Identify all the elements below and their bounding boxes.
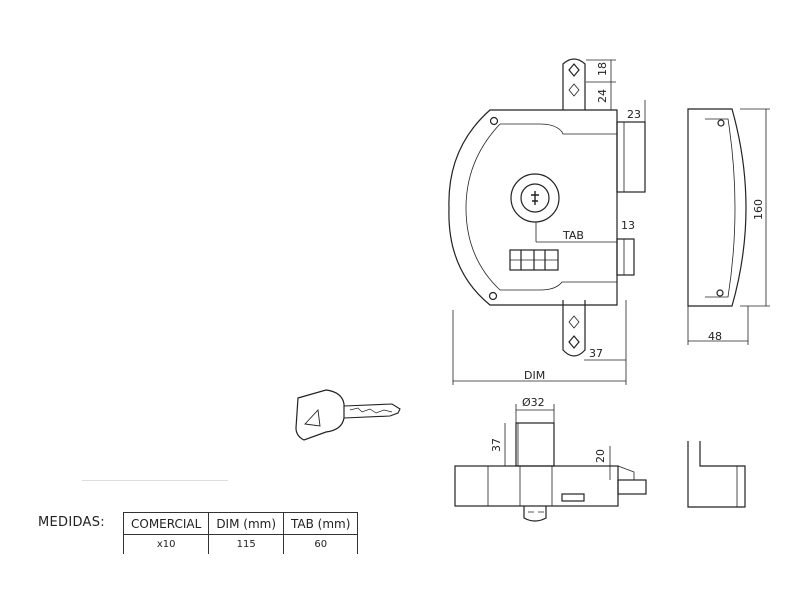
cell-comercial: x10 bbox=[122, 534, 210, 554]
cylinder-outer bbox=[510, 173, 560, 223]
dim-160: 160 bbox=[752, 199, 765, 220]
keyhole-cross-icon bbox=[531, 191, 539, 205]
bolt-projection bbox=[617, 479, 647, 495]
separator-line bbox=[82, 480, 228, 481]
dim-37-side: 37 bbox=[490, 438, 503, 452]
screw-top-left bbox=[489, 116, 499, 126]
header-tab: TAB (mm) bbox=[283, 512, 359, 535]
key-head bbox=[295, 389, 345, 441]
dim-23: 23 bbox=[627, 108, 641, 121]
dim-13: 13 bbox=[621, 219, 635, 232]
side-box-view bbox=[687, 441, 746, 508]
key-blade bbox=[343, 403, 401, 419]
dim-18: 18 bbox=[596, 62, 609, 76]
dim-dim: DIM bbox=[524, 369, 545, 382]
key-illustration bbox=[295, 389, 401, 441]
cell-tab: 60 bbox=[283, 534, 359, 554]
lock-side-view bbox=[687, 108, 747, 307]
bottom-screw-hole-upper bbox=[568, 315, 580, 329]
bottom-mounting-plate bbox=[562, 300, 586, 357]
side-bolt-block bbox=[616, 121, 646, 193]
tab-block bbox=[616, 238, 635, 276]
top-view-body bbox=[454, 465, 619, 507]
dim-24: 24 bbox=[596, 89, 609, 103]
side-dimension-lines bbox=[687, 108, 770, 345]
side-box-outline bbox=[687, 441, 746, 508]
dim-20: 20 bbox=[594, 449, 607, 463]
dim-tab: TAB bbox=[562, 229, 584, 242]
cylinder-inner bbox=[520, 183, 550, 213]
cell-dim: 115 bbox=[208, 534, 285, 554]
lock-body-outline bbox=[448, 109, 618, 306]
top-view-dimension-lines bbox=[504, 404, 611, 480]
top-mounting-plate bbox=[562, 58, 586, 110]
dimension-labels: 18 24 23 160 13 TAB 37 48 DIM Ø32 37 20 bbox=[490, 62, 765, 463]
header-comercial: COMERCIAL bbox=[122, 512, 210, 535]
lock-front-view bbox=[448, 58, 646, 357]
measurements-table: COMERCIAL DIM (mm) TAB (mm) x10 115 60 bbox=[122, 512, 359, 554]
front-dimension-lines bbox=[452, 59, 646, 385]
dim-32: Ø32 bbox=[522, 396, 545, 409]
cylinder-projection bbox=[515, 422, 555, 467]
bottom-screw-hole-lower bbox=[568, 335, 580, 349]
header-dim: DIM (mm) bbox=[208, 512, 285, 535]
medidas-label: MEDIDAS: bbox=[38, 515, 105, 530]
top-screw-hole-lower bbox=[568, 83, 580, 97]
side-cover-outline bbox=[687, 108, 747, 307]
lock-inner-face bbox=[500, 123, 617, 135]
top-screw-hole-upper bbox=[568, 63, 580, 77]
table-header-row: COMERCIAL DIM (mm) TAB (mm) bbox=[122, 512, 359, 535]
lock-top-view bbox=[454, 422, 647, 522]
table-row: x10 115 60 bbox=[122, 534, 359, 554]
dim-48: 48 bbox=[708, 330, 722, 343]
screw-bottom-left bbox=[488, 291, 498, 301]
dim-37-front: 37 bbox=[589, 347, 603, 360]
